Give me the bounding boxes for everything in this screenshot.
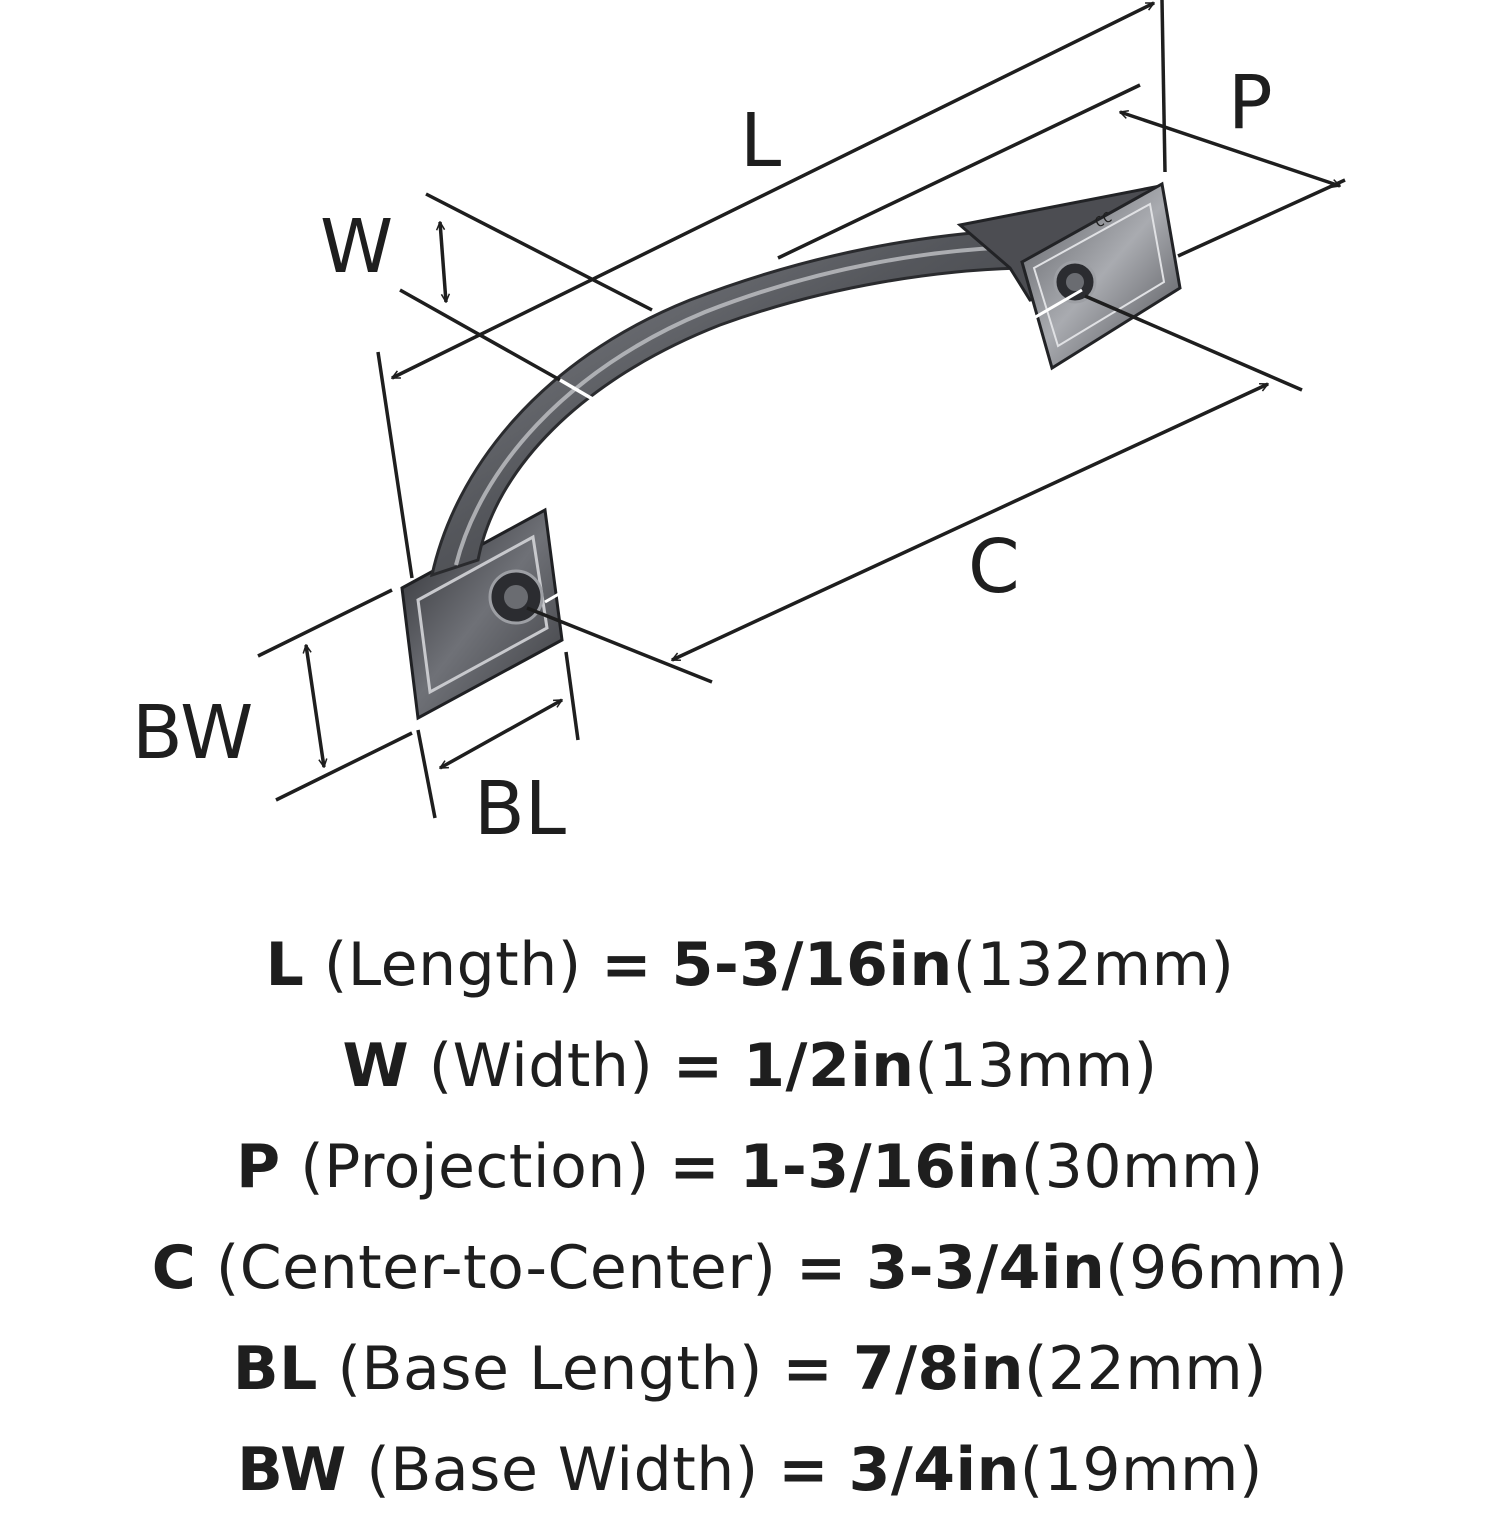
spec-imperial-value: 1-3/16in [739, 1132, 1021, 1202]
spec-name: (Length) [323, 930, 582, 1000]
spec-metric-value: (19mm) [1019, 1435, 1263, 1505]
spec-name: (Projection) [300, 1132, 650, 1202]
spec-imperial-value: 1/2in [743, 1031, 915, 1101]
projection-dimension-line [1120, 112, 1340, 186]
label-BL: BL [474, 766, 566, 852]
label-BW: BW [132, 690, 253, 776]
spec-metric-value: (30mm) [1020, 1132, 1264, 1202]
spec-row-base-length: BL (Base Length) = 7/8in(22mm) [0, 1319, 1500, 1420]
dimension-spec-list: L (Length) = 5-3/16in(132mm) W (Width) =… [0, 915, 1500, 1521]
spec-row-length: L (Length) = 5-3/16in(132mm) [0, 915, 1500, 1016]
spec-equals: = [601, 930, 653, 1000]
spec-equals: = [672, 1031, 724, 1101]
spec-metric-value: (13mm) [914, 1031, 1158, 1101]
label-W: W [320, 204, 393, 290]
spec-row-center-to-center: C (Center-to-Center) = 3-3/4in(96mm) [0, 1218, 1500, 1319]
spec-row-base-width: BW (Base Width) = 3/4in(19mm) [0, 1420, 1500, 1521]
handle-dimension-diagram: CC [132, 0, 1346, 852]
center-to-center-dimension-line [672, 382, 1268, 662]
spec-imperial-value: 3/4in [848, 1435, 1020, 1505]
spec-code: BW [237, 1435, 347, 1505]
spec-name: (Center-to-Center) [215, 1233, 777, 1303]
spec-row-projection: P (Projection) = 1-3/16in(30mm) [0, 1117, 1500, 1218]
spec-imperial-value: 7/8in [852, 1334, 1025, 1404]
label-P: P [1228, 60, 1273, 146]
spec-metric-value: (132mm) [952, 930, 1235, 1000]
spec-imperial-value: 5-3/16in [671, 930, 953, 1000]
spec-code: W [342, 1031, 410, 1101]
left-screw [488, 569, 544, 625]
spec-code: P [236, 1132, 281, 1202]
spec-code: BL [232, 1334, 318, 1404]
cabinet-pull-handle: CC [400, 181, 1182, 721]
spec-row-width: W (Width) = 1/2in(13mm) [0, 1016, 1500, 1117]
base-width-dimension-line [306, 645, 324, 767]
base-length-dimension-line [440, 698, 562, 770]
spec-name: (Base Length) [337, 1334, 763, 1404]
spec-metric-value: (22mm) [1024, 1334, 1268, 1404]
label-C: C [968, 524, 1020, 610]
label-L: L [740, 98, 781, 184]
spec-code: C [151, 1233, 197, 1303]
spec-equals: = [669, 1132, 721, 1202]
spec-name: (Width) [428, 1031, 654, 1101]
dimension-lines [257, 0, 1346, 819]
length-dimension-line [392, 1, 1154, 380]
width-dimension-line [440, 222, 446, 302]
spec-equals: = [795, 1233, 847, 1303]
spec-name: (Base Width) [366, 1435, 759, 1505]
left-base-plate [400, 507, 564, 721]
spec-equals: = [782, 1334, 834, 1404]
spec-equals: = [778, 1435, 830, 1505]
spec-metric-value: (96mm) [1105, 1233, 1349, 1303]
spec-code: L [265, 930, 305, 1000]
spec-imperial-value: 3-3/4in [866, 1233, 1106, 1303]
